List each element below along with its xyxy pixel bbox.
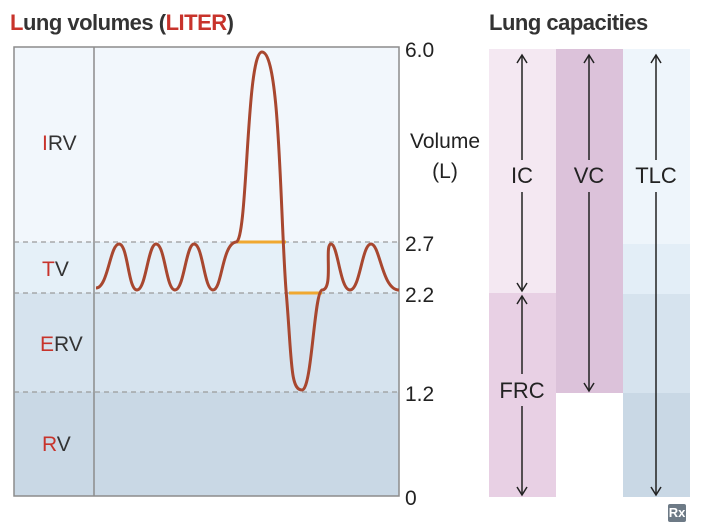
- ic-label: IC: [511, 163, 533, 188]
- tv-label: TV: [42, 258, 69, 281]
- rv-band: [14, 392, 399, 496]
- axis-label-unit: (L): [432, 160, 458, 183]
- tv-band: [14, 242, 399, 293]
- title-close: ): [226, 10, 234, 35]
- irv-band: [14, 47, 399, 242]
- tick-0: 0: [405, 487, 417, 510]
- tick-1-2: 1.2: [405, 383, 434, 406]
- irv-label: IRV: [42, 132, 77, 155]
- lung-capacities-title: Lung capacities: [489, 10, 648, 35]
- vc-arrow: [583, 53, 595, 393]
- tlc-label: TLC: [635, 163, 677, 188]
- spirometry-trace: [95, 50, 400, 392]
- ic-arrow: [516, 53, 528, 293]
- tick-2-2: 2.2: [405, 284, 434, 307]
- frc-label: FRC: [499, 378, 544, 403]
- rv-label: RV: [42, 433, 71, 456]
- frc-arrow: [516, 294, 528, 497]
- tick-2-7: 2.7: [405, 233, 434, 256]
- rx-watermark: Rx: [668, 504, 686, 522]
- axis-label-volume: Volume: [410, 130, 480, 153]
- erv-band: [14, 293, 399, 392]
- tick-6-0: 6.0: [405, 39, 434, 62]
- title-text: ung volumes (: [22, 10, 166, 35]
- chart-frame: [13, 46, 400, 497]
- vc-label: VC: [574, 163, 605, 188]
- erv-label: ERV: [40, 333, 83, 356]
- tlc-arrow: [650, 53, 662, 497]
- title-red-letter: L: [10, 10, 23, 35]
- title-unit: LITER: [165, 10, 228, 35]
- lung-volumes-title: Lung volumes (LITER): [10, 10, 234, 36]
